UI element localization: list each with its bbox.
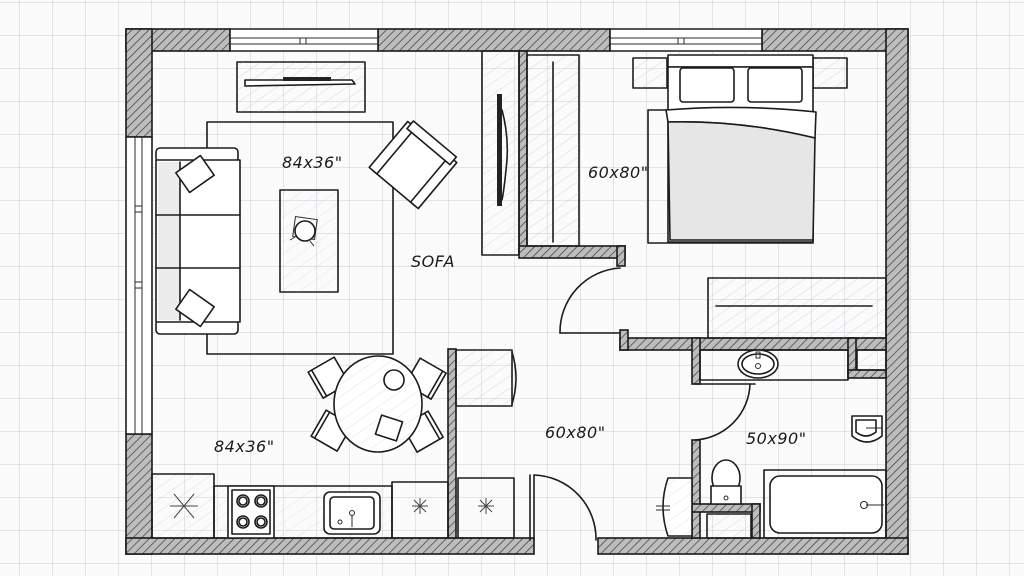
bed-label: 60x80"	[588, 163, 649, 182]
storage-box	[856, 349, 887, 371]
sofa	[155, 147, 241, 335]
entry-label: 60x80"	[545, 423, 606, 442]
vanity	[699, 349, 849, 381]
kitchen-sink	[323, 491, 381, 535]
sofa-label: SOFA	[411, 252, 455, 271]
kitchen-counter-label: 84x36"	[214, 437, 275, 456]
nightstand-left	[632, 57, 668, 89]
sofa-pillow-bottom	[175, 288, 215, 328]
wall-sink	[851, 415, 883, 443]
washer	[455, 349, 517, 407]
tv-console	[236, 61, 366, 113]
toilet-cabinet	[706, 513, 752, 539]
table-lamp	[289, 216, 318, 247]
closet-tv-unit	[481, 50, 520, 256]
water-heater	[656, 477, 693, 537]
toilet	[710, 459, 742, 505]
window-top-right	[609, 28, 763, 52]
bathroom-label: 50x90"	[746, 429, 807, 448]
dining-table	[307, 355, 447, 453]
armchair	[368, 120, 458, 210]
dresser	[707, 277, 887, 339]
stove	[227, 485, 275, 539]
window-left	[125, 136, 153, 435]
wardrobe	[526, 54, 580, 247]
entry-cabinet	[457, 477, 515, 539]
cabinet-mark	[412, 498, 428, 514]
sofa-pillow-top	[175, 154, 215, 194]
corner-cabinet-mark	[170, 493, 198, 519]
bed	[665, 54, 817, 243]
bedroom-door[interactable]	[559, 267, 621, 334]
window-top-left	[229, 28, 379, 52]
living-rug-label: 84x36"	[282, 153, 343, 172]
bathtub	[763, 469, 887, 539]
entry-door[interactable]	[529, 474, 597, 541]
kitchen-counter	[151, 473, 449, 539]
nightstand-right	[812, 57, 848, 89]
coffee-table	[279, 189, 339, 293]
bathroom-door[interactable]	[694, 383, 756, 441]
